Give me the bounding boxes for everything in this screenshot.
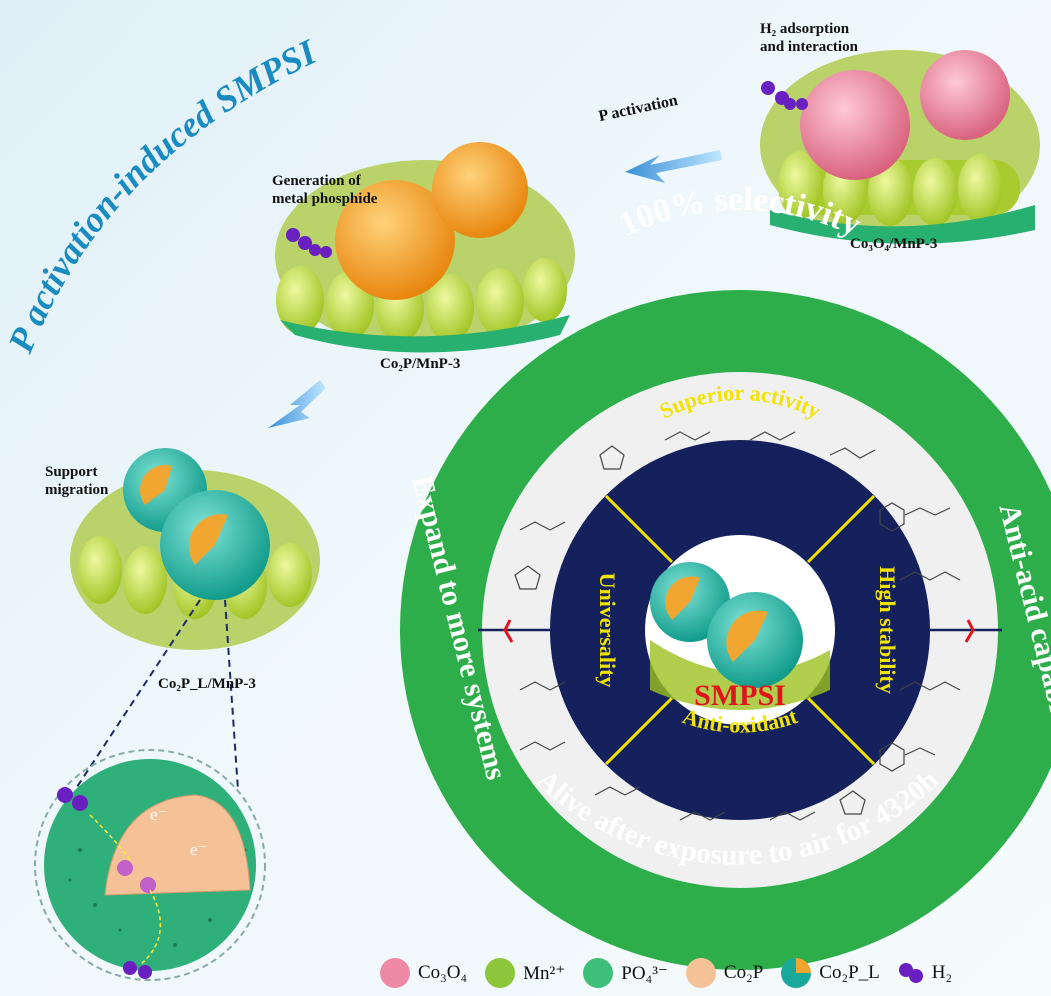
co2pl-scene — [70, 448, 320, 650]
legend-label: Co₃O₄ — [418, 962, 468, 983]
co3o4-particle — [920, 50, 1010, 140]
legend-label: Co₂P — [723, 962, 764, 983]
co2p-sphere-icon — [685, 958, 716, 988]
legend-label: Mn²⁺ — [523, 962, 566, 984]
co2p-scene — [275, 142, 575, 353]
legend-item: Co₂P — [685, 958, 764, 988]
legend-item: Co₃O₄ — [380, 958, 467, 988]
h2-molecule-icon — [761, 81, 808, 110]
p-activation-arrow — [625, 150, 722, 183]
label-line: migration — [45, 482, 109, 498]
migration-arrow — [268, 380, 326, 428]
legend-item: Co₂P_L — [781, 958, 880, 988]
label-line: and interaction — [760, 39, 858, 55]
legend: Co₃O₄ Mn²⁺ PO₄³⁻ Co₂P Co₂P_L H₂ — [380, 958, 952, 988]
h2-adsorption-label: H₂ adsorption and interaction — [760, 20, 858, 56]
support-migration-label: Support migration — [45, 463, 108, 499]
red-arrow-icon — [503, 619, 514, 643]
legend-label: H₂ — [931, 962, 953, 983]
zoom-line — [74, 599, 201, 791]
generation-label: Generation of metal phosphide — [272, 172, 377, 208]
legend-label: Co₂P_L — [819, 962, 880, 983]
label-line: Support — [45, 464, 98, 480]
co2pl-caption: Co₂P_L/MnP-3 — [158, 676, 256, 692]
h2-molecule-icon — [286, 228, 332, 258]
molecule-structures — [514, 431, 961, 821]
inner-right-label: High stability — [875, 566, 900, 694]
legend-label: PO₄³⁻ — [621, 962, 668, 984]
center-label: SMPSI — [694, 679, 786, 712]
co3o4-particle — [800, 70, 910, 180]
zoom-circle: e⁻ e⁻ — [34, 749, 266, 981]
co2p-particle — [432, 142, 528, 238]
co2p-particle — [335, 180, 455, 300]
h2-molecule-icon — [898, 963, 923, 983]
co2pl-sphere-icon — [781, 958, 812, 988]
legend-item: PO₄³⁻ — [583, 958, 668, 988]
electron-label: e⁻ — [150, 805, 167, 824]
h2-molecule-icon — [57, 787, 88, 811]
po4-sphere-icon — [583, 958, 614, 988]
legend-item: Mn²⁺ — [485, 958, 565, 988]
electron-label: e⁻ — [190, 840, 207, 859]
label-line: H₂ adsorption — [760, 21, 850, 37]
mn-sphere-icon — [485, 958, 516, 988]
label-line: Generation of — [272, 173, 361, 189]
inner-left-label: Universality — [595, 573, 620, 688]
center-particles — [650, 562, 830, 710]
h2-molecule-icon — [123, 961, 152, 979]
co3o4-scene — [760, 50, 1040, 244]
label-line: metal phosphide — [272, 191, 378, 207]
legend-item: H₂ — [898, 958, 952, 988]
co3o4-caption: Co₃O₄/MnP-3 — [850, 236, 938, 252]
red-arrow-icon — [964, 619, 975, 643]
co3o4-sphere-icon — [380, 958, 410, 988]
zoom-line — [224, 599, 239, 791]
co2p-caption: Co₂P/MnP-3 — [380, 356, 461, 372]
